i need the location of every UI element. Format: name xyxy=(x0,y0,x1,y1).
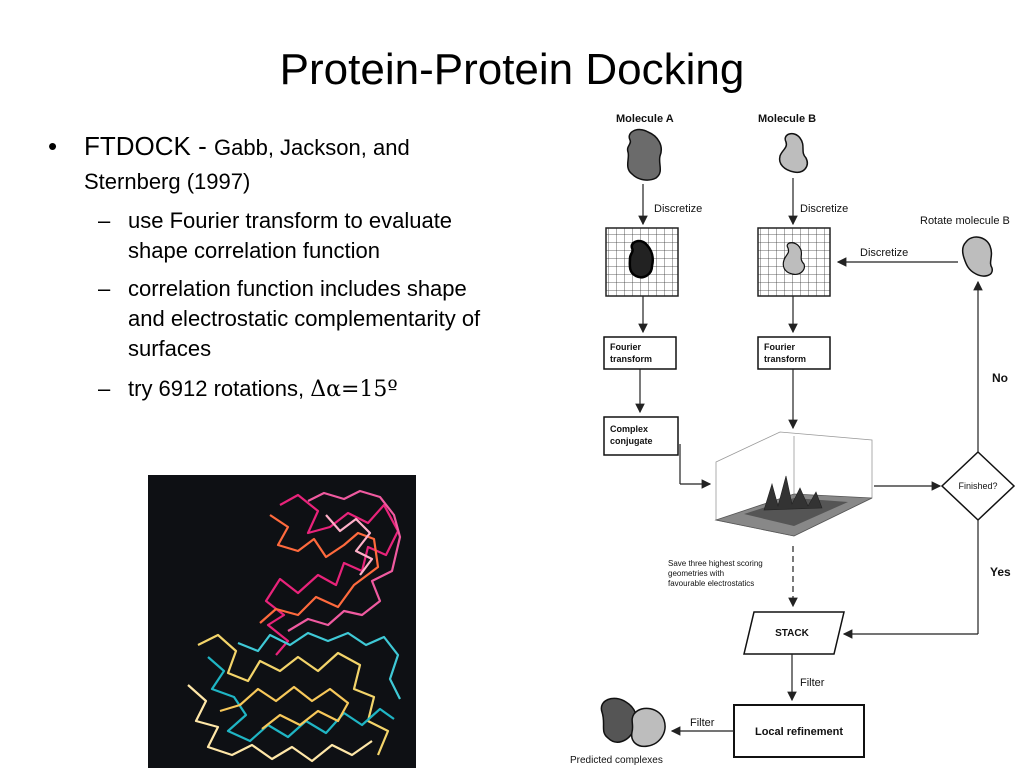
fourier-a-line1: Fourier xyxy=(610,342,642,352)
fourier-a-line2: transform xyxy=(610,354,652,364)
complex-line1: Complex xyxy=(610,424,648,434)
filter-down-label: Filter xyxy=(800,677,825,689)
fourier-b-line1: Fourier xyxy=(764,342,796,352)
predicted-complexes-label: Predicted complexes xyxy=(570,755,663,766)
subbullet-text: use Fourier transform to evaluate xyxy=(128,208,453,233)
fourier-b-box xyxy=(757,336,831,370)
subbullet-correlation: – correlation function includes shape an… xyxy=(48,274,588,364)
protein-backbone-drawing xyxy=(187,489,402,763)
save-line1: Save three highest scoring xyxy=(668,559,763,568)
subbullet-text: correlation function includes shape xyxy=(128,276,467,301)
subbullet-text: shape correlation function xyxy=(128,238,380,263)
correlation-surface xyxy=(714,431,873,537)
protein-structure-image xyxy=(148,475,416,768)
save-line3: favourable electrostatics xyxy=(668,579,754,588)
grid-a-molecule xyxy=(628,239,654,279)
bullet-authors-cont: Sternberg (1997) xyxy=(84,169,251,194)
finished-label: Finished? xyxy=(958,481,997,491)
complex-conjugate-box xyxy=(603,416,679,456)
subbullet-text: surfaces xyxy=(128,336,212,361)
subbullet-rotations: – try 6912 rotations, Δα=15º xyxy=(48,374,588,405)
discretize-b-label: Discretize xyxy=(800,203,848,215)
molecule-a-icon xyxy=(626,128,662,181)
save-line2: geometries with xyxy=(668,569,724,578)
bullet-lead: FTDOCK - xyxy=(84,131,214,161)
filter-left-label: Filter xyxy=(690,717,715,729)
grid-b-molecule xyxy=(782,242,805,275)
bullet-list: • FTDOCK - Gabb, Jackson, and Sternberg … xyxy=(48,130,588,405)
discretize-rotated-label: Discretize xyxy=(860,247,908,259)
subbullet-delta: Δα=15º xyxy=(310,377,398,402)
no-label: No xyxy=(992,371,1008,385)
subbullet-text: and electrostatic complementarity of xyxy=(128,306,481,331)
fourier-a-box xyxy=(603,336,677,370)
molecule-a-backbone xyxy=(187,631,401,763)
molecule-a-label: Molecule A xyxy=(616,113,674,125)
subbullet-dash: – xyxy=(98,276,111,301)
local-refinement-label: Local refinement xyxy=(755,726,843,738)
stack-label: STACK xyxy=(775,628,809,639)
rotated-molecule-icon xyxy=(961,236,993,277)
discretize-a-label: Discretize xyxy=(654,203,702,215)
subbullet-fourier: – use Fourier transform to evaluate shap… xyxy=(48,206,588,266)
bullet-ftdock: • FTDOCK - Gabb, Jackson, and Sternberg … xyxy=(48,130,588,198)
ftdock-flow-diagram: Molecule A Molecule B Discretize Discret… xyxy=(570,113,1016,766)
molecule-b-label: Molecule B xyxy=(758,113,816,125)
stack-box xyxy=(743,611,845,655)
complex-line2: conjugate xyxy=(610,436,653,446)
rotate-label: Rotate molecule B xyxy=(920,215,1010,227)
molecule-b-backbone xyxy=(259,489,402,656)
bullet-dot: • xyxy=(48,131,58,161)
local-refinement-box xyxy=(733,704,865,758)
yes-label: Yes xyxy=(990,565,1011,579)
bullet-authors: Gabb, Jackson, and xyxy=(214,135,410,160)
slide-title: Protein-Protein Docking xyxy=(279,45,745,94)
subbullet-text: try 6912 rotations, xyxy=(128,376,311,401)
subbullet-dash: – xyxy=(98,208,111,233)
predicted-complex-light-icon xyxy=(630,707,666,748)
fourier-b-line2: transform xyxy=(764,354,806,364)
subbullet-dash: – xyxy=(98,376,111,401)
molecule-b-icon xyxy=(778,132,808,174)
